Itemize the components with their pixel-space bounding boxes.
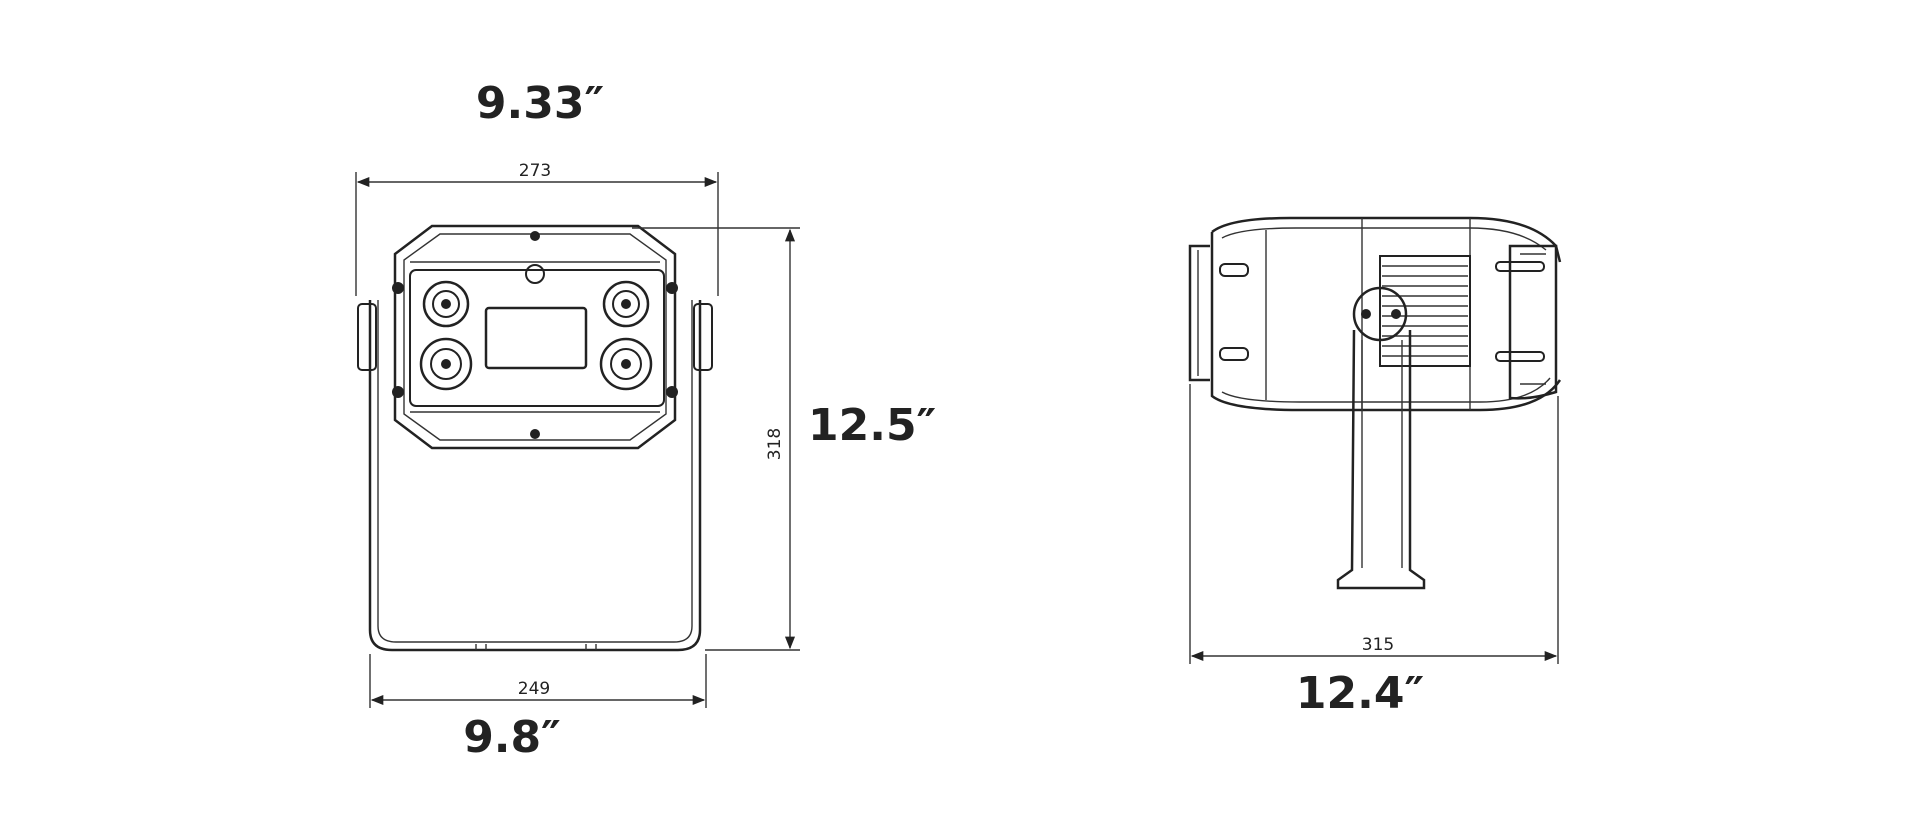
front-width-dimension: 273 9.33″: [355, 78, 719, 296]
front-height-dimension: 318 12.5″: [632, 227, 936, 651]
side-stand: [1336, 329, 1426, 590]
front-height-inches: 12.5″: [808, 400, 936, 451]
front-right-knob: [693, 303, 713, 371]
front-panel: [409, 269, 665, 407]
front-left-knob: [357, 303, 377, 371]
front-base-inches: 9.8″: [463, 712, 561, 763]
front-housing: [393, 224, 677, 450]
front-yoke: [368, 300, 702, 652]
front-view: [357, 224, 713, 652]
side-rear-cap: [1508, 244, 1558, 400]
side-length-dimension: 315 12.4″: [1189, 384, 1559, 719]
side-view: [1188, 216, 1562, 590]
front-width-mm: 273: [519, 161, 551, 181]
front-lens-bottom-left: [419, 337, 473, 391]
front-lens-bottom-right: [599, 337, 653, 391]
side-body: [1210, 216, 1562, 412]
side-length-mm: 315: [1362, 635, 1394, 655]
front-display-window: [484, 306, 588, 370]
side-pivot: [1352, 286, 1408, 342]
front-base-mm: 249: [518, 679, 550, 699]
side-length-inches: 12.4″: [1296, 668, 1424, 719]
front-width-inches: 9.33″: [476, 78, 604, 129]
side-heatsink: [1379, 255, 1471, 367]
side-front-bezel: [1188, 244, 1210, 382]
front-base-dimension: 249 9.8″: [369, 654, 707, 763]
front-lens-top-right: [602, 280, 650, 328]
front-height-mm: 318: [765, 428, 785, 460]
front-lens-top-left: [422, 280, 470, 328]
